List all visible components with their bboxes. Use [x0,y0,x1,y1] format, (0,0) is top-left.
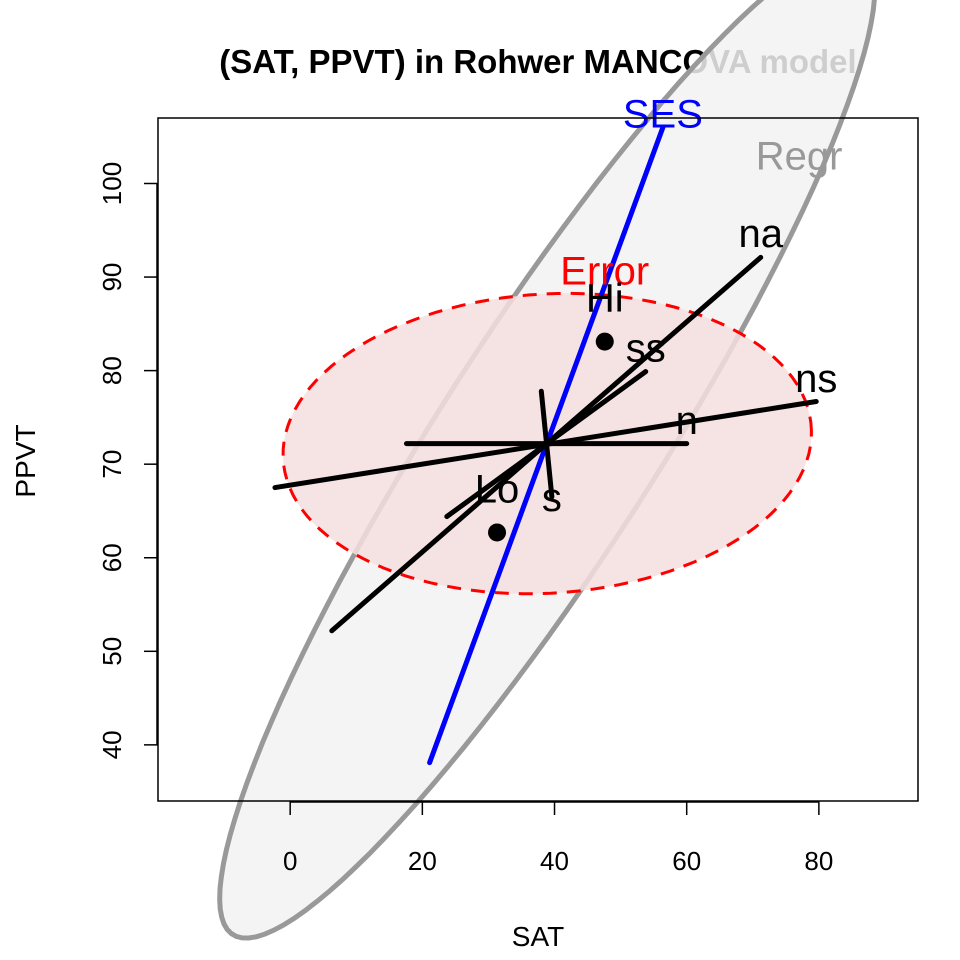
lo-point [488,523,507,542]
s-line [538,388,555,500]
y-tick-label: 70 [97,450,127,479]
y-tick-label: 40 [97,730,127,759]
lo-label: Lo [475,468,520,512]
y-axis-label: PPVT [10,424,41,497]
y-tick-label: 50 [97,637,127,666]
y-tick-label: 90 [97,263,127,292]
x-tick-label: 40 [540,846,569,876]
y-tick-label: 60 [97,543,127,572]
x-tick-label: 20 [408,846,437,876]
line-layer [272,124,819,766]
hi-point [595,332,614,351]
x-tick-label: 80 [804,846,833,876]
ss-label: ss [626,326,666,370]
s-label: s [542,476,562,520]
y-tick-label: 100 [97,162,127,205]
n-label: n [676,399,698,443]
x-tick-label: 0 [283,846,297,876]
hi-label: Hi [586,277,624,321]
x-axis-label: SAT [512,921,564,952]
y-tick-label: 80 [97,356,127,385]
x-tick-label: 60 [672,846,701,876]
point-layer [488,332,614,542]
na-label: na [738,212,783,256]
regr-label: Regr [756,134,843,178]
plot-frame [157,117,919,802]
x-axis: 0 20 40 60 80 [283,801,833,876]
error-label: Error [560,250,649,294]
ses-label: SES [623,92,703,136]
y-axis: 40 50 60 70 80 90 100 [97,162,158,759]
ns-label: ns [795,357,837,401]
